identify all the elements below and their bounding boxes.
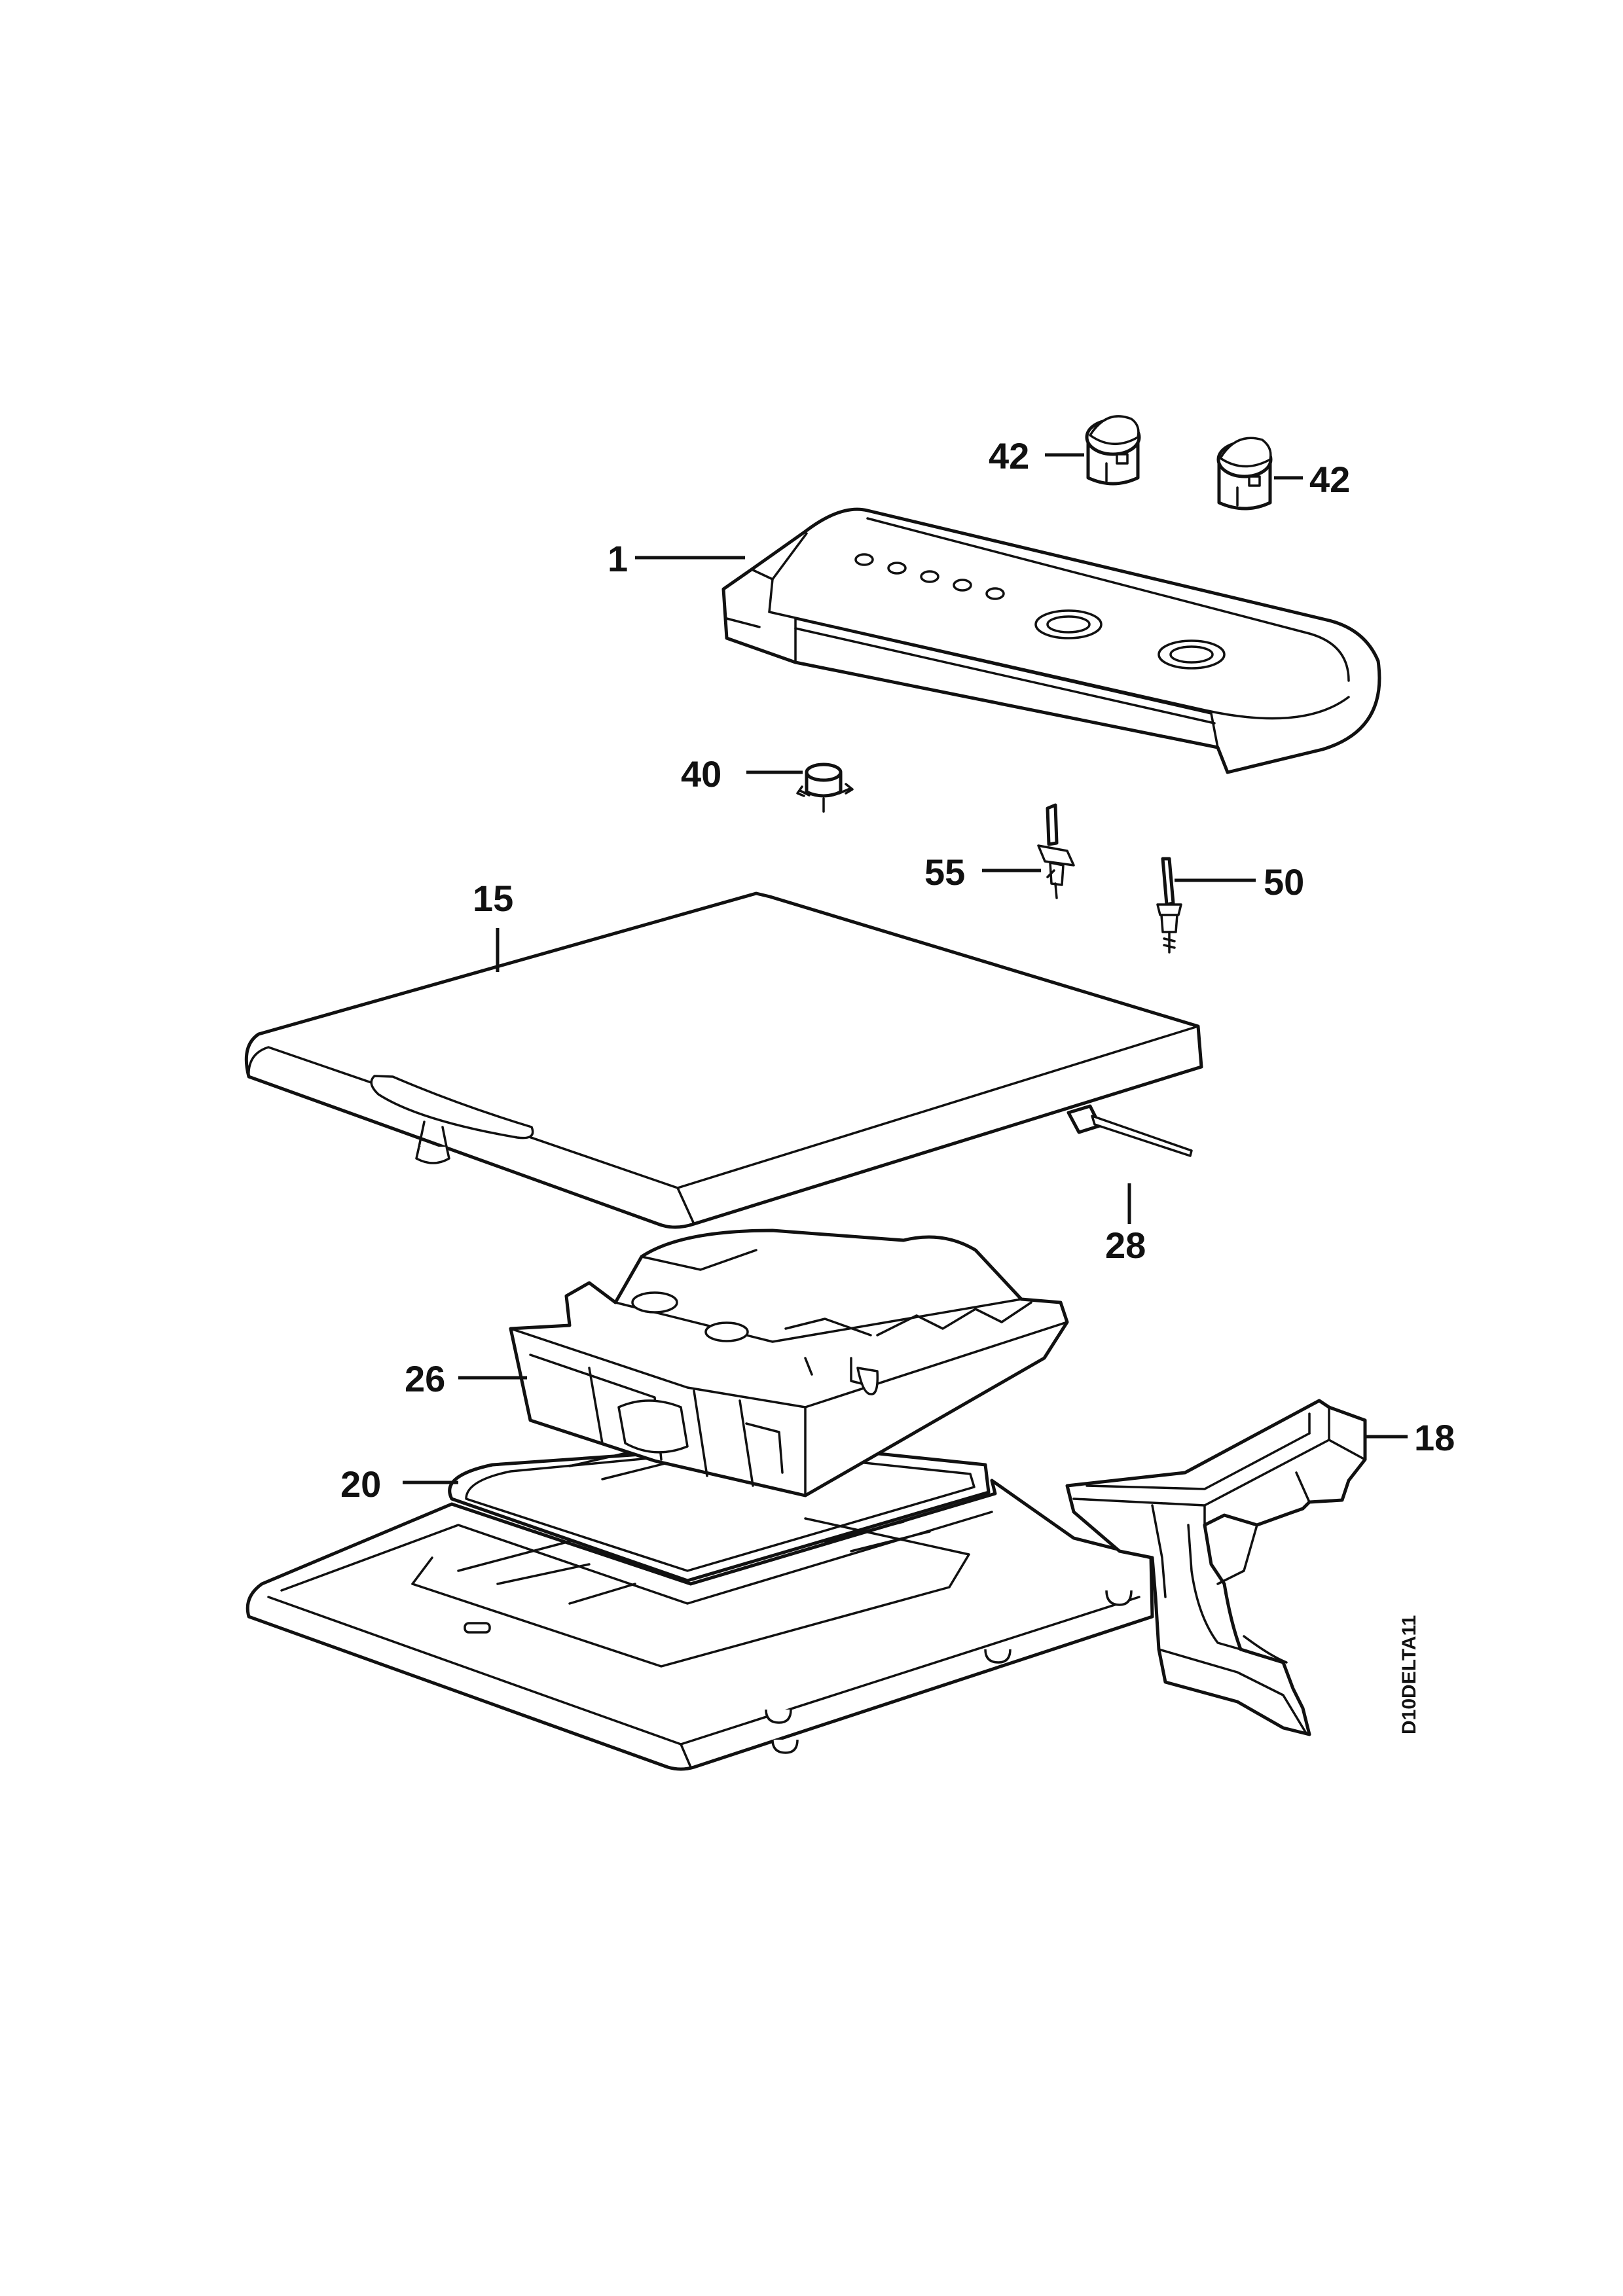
part-26-dispenser <box>509 1229 1069 1498</box>
callout-15: 15 <box>473 878 513 919</box>
leader-lines <box>403 453 1408 1484</box>
part-50-pin <box>1156 857 1182 954</box>
part-42-knob-right <box>1216 437 1273 511</box>
part-1-control-panel <box>721 507 1381 774</box>
part-40-small-part <box>796 762 854 813</box>
callout-42-left: 42 <box>989 435 1029 476</box>
drawing-code: D10DELTA11 <box>1398 1615 1420 1734</box>
part-18-bracket <box>1065 1399 1367 1736</box>
callout-50: 50 <box>1264 861 1304 903</box>
part-42-knob-left <box>1085 415 1141 486</box>
part-28-pin <box>1067 1104 1193 1157</box>
callout-28: 28 <box>1105 1225 1146 1266</box>
part-15-lid <box>244 891 1203 1229</box>
callout-18: 18 <box>1414 1417 1455 1458</box>
callout-55: 55 <box>924 852 965 893</box>
callout-42-right: 42 <box>1309 459 1350 500</box>
part-55-pin <box>1037 803 1075 899</box>
callout-26: 26 <box>405 1358 445 1399</box>
callout-40: 40 <box>681 753 721 795</box>
callout-1: 1 <box>608 538 628 579</box>
callout-20: 20 <box>340 1463 381 1505</box>
